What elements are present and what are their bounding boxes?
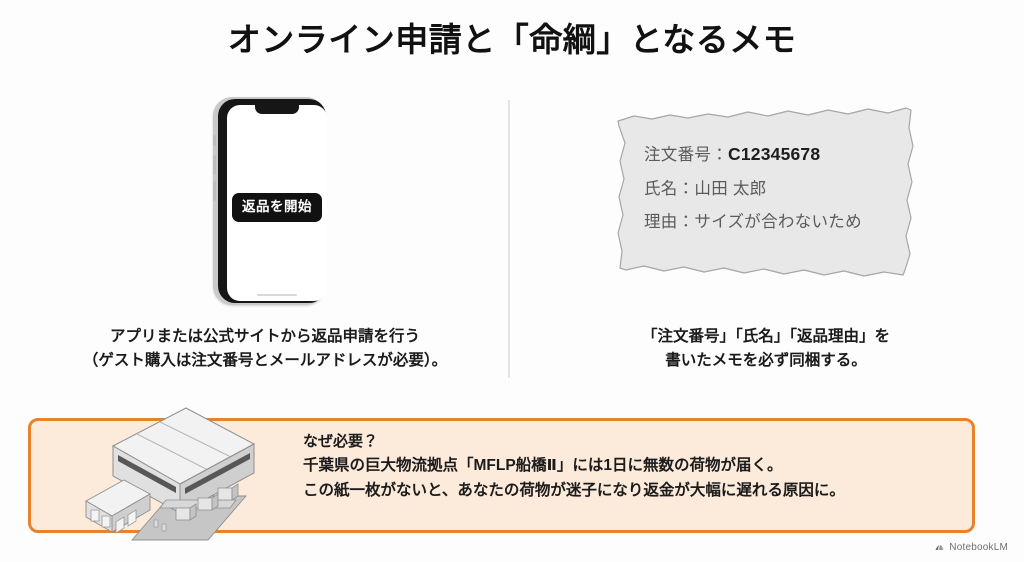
notebooklm-watermark-label: NotebookLM xyxy=(949,542,1008,553)
left-caption-line-1: アプリまたは公式サイトから返品申請を行う xyxy=(109,328,420,345)
phone-mockup: 返品を開始 xyxy=(210,97,328,309)
right-caption: 「注文番号」「氏名」「返品理由」を 書いたメモを必ず同梱する。 xyxy=(556,325,976,373)
callout-heading: なぜ必要？ xyxy=(303,433,379,450)
memo-order-number-value: C12345678 xyxy=(728,144,821,164)
callout-body-line-2: この紙一枚がないと、あなたの荷物が迷子になり返金が大幅に遅れる原因に。 xyxy=(303,482,845,500)
notebooklm-watermark: NotebookLM xyxy=(934,542,1008,553)
left-caption-line-2: （ゲスト購入は注文番号とメールアドレスが必要）。 xyxy=(82,352,448,370)
start-return-button[interactable]: 返品を開始 xyxy=(232,193,322,222)
memo-torn-paper-shape xyxy=(617,107,914,277)
right-caption-line-2: 書いたメモを必ず同梱する。 xyxy=(665,352,867,370)
memo-order-number-row: 注文番号：C12345678 xyxy=(644,144,904,164)
phone-home-indicator xyxy=(257,294,297,296)
phone-frame: 返品を開始 xyxy=(213,97,327,305)
phone-volume-down-icon xyxy=(213,181,216,201)
phone-screen: 返品を開始 xyxy=(227,105,327,301)
warehouse-illustration-icon xyxy=(85,407,256,541)
right-caption-line-1: 「注文番号」「氏名」「返品理由」を xyxy=(641,328,890,345)
memo-reason-row: 理由：サイズが合わないため xyxy=(644,213,862,231)
why-needed-callout-text: なぜ必要？ 千葉県の巨大物流拠点「MFLP船橋Ⅱ」には1日に無数の荷物が届く。 … xyxy=(303,432,963,503)
phone-volume-up-icon xyxy=(213,155,216,175)
column-divider xyxy=(508,100,510,378)
memo-name-row: 氏名：山田 太郎 xyxy=(644,179,767,198)
notebooklm-logo-icon xyxy=(935,544,944,551)
left-caption: アプリまたは公式サイトから返品申請を行う （ゲスト購入は注文番号とメールアドレス… xyxy=(40,325,490,373)
memo-content: 注文番号：C12345678 氏名：山田 太郎 理由：サイズが合わないため xyxy=(644,144,904,248)
phone-bezel: 返品を開始 xyxy=(218,99,327,303)
memo-order-number-label: 注文番号： xyxy=(644,146,728,164)
callout-body-line-1: 千葉県の巨大物流拠点「MFLP船橋Ⅱ」には1日に無数の荷物が届く。 xyxy=(303,457,783,475)
page-title: オンライン申請と「命綱」となるメモ xyxy=(227,21,797,58)
phone-notch xyxy=(255,105,299,114)
memo-note: 注文番号：C12345678 氏名：山田 太郎 理由：サイズが合わないため xyxy=(612,104,918,280)
phone-mute-switch-icon xyxy=(213,135,216,146)
